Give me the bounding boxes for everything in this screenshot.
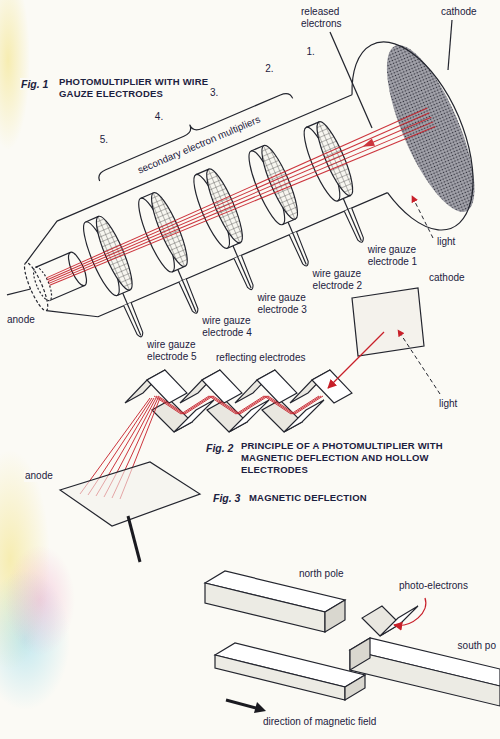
magnetic-deflection bbox=[325, 600, 345, 632]
electrode-label: wire gauze electrode 1 bbox=[367, 244, 429, 268]
hollow-electrode-multiplier bbox=[147, 370, 187, 403]
magnetic-deflection bbox=[380, 606, 418, 636]
part-label: light bbox=[436, 236, 456, 248]
photomultiplier-tube bbox=[288, 222, 306, 264]
figure-number: Fig. 1 bbox=[20, 78, 49, 90]
part-label: reflecting electrodes bbox=[215, 352, 307, 364]
callout-number: 1. bbox=[306, 46, 316, 58]
callout-number: 4. bbox=[154, 111, 164, 123]
electrode-label: wire gauze electrode 2 bbox=[312, 268, 374, 292]
magnetic-deflection bbox=[254, 702, 266, 713]
part-label: cathode bbox=[428, 272, 466, 284]
part-label: north pole bbox=[298, 568, 344, 580]
bracket-label: secondary electron multipliers bbox=[135, 113, 263, 177]
magnetic-deflection bbox=[350, 638, 370, 670]
part-label: cathode bbox=[440, 6, 478, 18]
hollow-electrode-multiplier bbox=[60, 462, 200, 526]
magnetic-deflection bbox=[215, 655, 345, 700]
photomultiplier-tube bbox=[233, 246, 251, 288]
magnetic-deflection bbox=[394, 598, 426, 625]
callout-number: 5. bbox=[99, 134, 109, 146]
callout-number: 3. bbox=[209, 87, 219, 99]
electron-beam bbox=[361, 138, 375, 150]
photomultiplier-tube bbox=[123, 293, 141, 335]
figure-caption: PHOTOMULTIPLIER WITH WIRE GAUZE ELECTROD… bbox=[58, 76, 210, 100]
hollow-electrode-multiplier bbox=[284, 400, 324, 432]
scan-smear bbox=[0, 0, 75, 710]
callout-number: 2. bbox=[264, 63, 274, 75]
hollow-electrode-multiplier bbox=[158, 396, 323, 414]
photomultiplier-tube bbox=[30, 265, 55, 303]
photomultiplier-tube bbox=[20, 260, 52, 313]
hollow-electrode-multiplier bbox=[128, 516, 140, 562]
scan-smear bbox=[5, 545, 75, 655]
hollow-electrode-multiplier bbox=[328, 332, 384, 388]
leader-line bbox=[448, 20, 452, 70]
hollow-electrode-multiplier bbox=[60, 288, 440, 562]
magnetic-deflection bbox=[226, 700, 256, 708]
magnetic-deflection bbox=[205, 571, 500, 713]
part-label: released electrons bbox=[300, 6, 362, 30]
electron-beam bbox=[48, 117, 431, 281]
electron-beam bbox=[46, 113, 430, 280]
electron-beam bbox=[49, 119, 433, 286]
photomultiplier-tube bbox=[343, 199, 361, 241]
electron-beam bbox=[44, 108, 430, 278]
leader-line bbox=[330, 32, 372, 128]
photomultiplier-tube bbox=[7, 285, 31, 298]
electrode-label: wire gauze electrode 4 bbox=[201, 315, 263, 339]
hollow-electrode-multiplier bbox=[398, 330, 440, 394]
part-label: light bbox=[438, 398, 458, 410]
light-ray bbox=[412, 196, 433, 238]
figure-caption: MAGNETIC DEFLECTION bbox=[248, 492, 368, 504]
part-label: south po bbox=[457, 640, 497, 652]
scan-smear bbox=[0, 0, 30, 150]
part-label: anode bbox=[6, 314, 36, 326]
electron-beam bbox=[50, 121, 436, 291]
electrode-label: wire gauze electrode 5 bbox=[146, 339, 208, 363]
magnetic-deflection bbox=[345, 675, 365, 700]
hollow-electrode-multiplier bbox=[352, 288, 424, 356]
magnetic-deflection bbox=[350, 650, 500, 706]
figure-number: Fig. 2 bbox=[205, 442, 234, 454]
hollow-electrode-multiplier bbox=[174, 400, 214, 432]
figure-number: Fig. 3 bbox=[212, 492, 241, 504]
photomultiplier-tube bbox=[178, 269, 196, 311]
part-label: anode bbox=[24, 470, 54, 482]
part-label: direction of magnetic field bbox=[262, 716, 377, 728]
electron-beam bbox=[44, 108, 435, 291]
figure-caption: PRINCIPLE OF A PHOTOMULTIPLIER WITH MAGN… bbox=[240, 440, 457, 476]
electrode-label: wire gauze electrode 3 bbox=[256, 292, 318, 316]
part-label: photo-electrons bbox=[398, 580, 469, 592]
magnetic-deflection bbox=[205, 583, 325, 632]
hollow-electrode-multiplier bbox=[229, 400, 269, 432]
photomultiplier-tube bbox=[0, 24, 498, 399]
